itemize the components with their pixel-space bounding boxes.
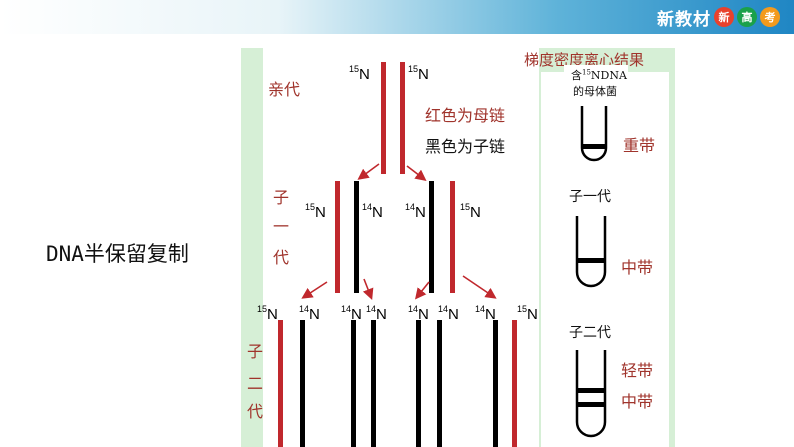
middle-band <box>577 402 605 407</box>
legend-parent-strand: 红色为母链 <box>425 106 506 125</box>
gen2-label-1: 子 <box>247 342 264 361</box>
centrifuge-title: 梯度密度离心结果 <box>524 51 645 69</box>
gen1-label-2: 一 <box>273 217 290 236</box>
gen1-parent-strand-b <box>450 181 455 293</box>
label-15n: 15N <box>257 304 278 323</box>
gen2-parent-strand-a <box>278 320 283 447</box>
tube3-box: 子二代 <box>564 316 624 447</box>
label-15n: 15N <box>349 64 370 83</box>
header-bar: 新教材 新 高 考 <box>0 0 794 34</box>
centrifuge-tube-3 <box>575 350 607 438</box>
gen2-daughter-strand <box>493 320 498 447</box>
tube2-caption: 子一代 <box>569 189 611 205</box>
gen2-daughter-strand <box>371 320 376 447</box>
parent-strand-left <box>381 62 386 174</box>
label-15n: 15N <box>305 202 326 221</box>
tube1-caption: 含15NDNA 的母体菌 <box>564 65 628 101</box>
heavy-band-label: 重带 <box>623 136 656 155</box>
light-band-label: 轻带 <box>621 361 654 380</box>
middle-band <box>577 258 605 263</box>
tube2-box: 子一代 <box>564 178 624 298</box>
arrow <box>362 278 374 300</box>
gen1-label-1: 子 <box>273 188 290 207</box>
legend-daughter-strand: 黑色为子链 <box>425 137 506 156</box>
label-14n: 14N <box>362 202 383 221</box>
label-14n: 14N <box>366 304 387 323</box>
slide-title: DNA半保留复制 <box>46 242 189 266</box>
replication-arrows <box>301 163 497 300</box>
arrow <box>462 275 497 299</box>
middle-band-label-2: 中带 <box>621 392 654 411</box>
centrifuge-tube-2 <box>575 216 607 288</box>
gen2-label-2: 二 <box>247 374 264 393</box>
label-14n: 14N <box>405 202 426 221</box>
left-green-bar <box>241 48 263 447</box>
label-15n: 15N <box>408 64 429 83</box>
brand-text: 新教材 <box>657 9 711 30</box>
arrow <box>357 163 380 180</box>
replication-diagram: 梯度密度离心结果 亲代 子 一 代 子 二 代 红色为母链 黑色为子链 15N … <box>241 48 675 447</box>
arrow <box>415 281 430 300</box>
label-15n: 15N <box>517 304 538 323</box>
gen2-daughter-strand <box>437 320 442 447</box>
tube1-caption-line2: 的母体菌 <box>573 85 617 98</box>
centrifuge-tube-1 <box>580 106 608 162</box>
middle-band-label: 中带 <box>621 258 654 277</box>
gen1-label-3: 代 <box>273 248 290 267</box>
brand-logo: 新教材 新 高 考 <box>657 6 780 30</box>
gen2-daughter-strand <box>351 320 356 447</box>
arrow <box>406 165 427 181</box>
gen1-daughter-strand-a <box>354 181 359 293</box>
label-14n: 14N <box>299 304 320 323</box>
badge-high: 高 <box>737 7 757 27</box>
arrow <box>301 281 328 299</box>
tube1-caption-line1: 含15NDNA <box>571 68 627 82</box>
parent-strand-right <box>400 62 405 174</box>
label-14n: 14N <box>475 304 496 323</box>
label-14n: 14N <box>408 304 429 323</box>
gen2-daughter-strand <box>300 320 305 447</box>
gen2-daughter-strand <box>416 320 421 447</box>
tube3-caption: 子二代 <box>569 325 611 341</box>
parent-generation-label: 亲代 <box>268 80 301 99</box>
gen1-daughter-strand-b <box>429 181 434 293</box>
light-band <box>577 388 605 393</box>
heavy-band <box>582 144 606 149</box>
label-14n: 14N <box>341 304 362 323</box>
gen1-parent-strand-a <box>335 181 340 293</box>
label-14n: 14N <box>438 304 459 323</box>
badge-new: 新 <box>714 7 734 27</box>
label-15n: 15N <box>460 202 481 221</box>
gen2-parent-strand-b <box>512 320 517 447</box>
gen2-label-3: 代 <box>247 402 264 421</box>
badge-exam: 考 <box>760 7 780 27</box>
